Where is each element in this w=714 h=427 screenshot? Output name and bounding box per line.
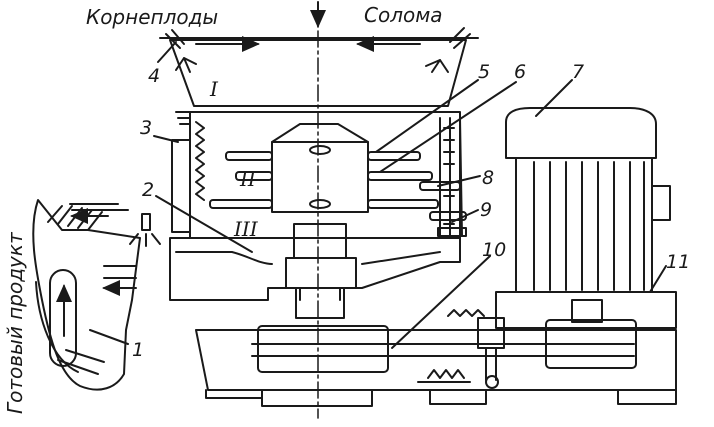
knife-II-right — [367, 151, 421, 161]
callout-10: 10 — [482, 239, 506, 261]
spring-left — [195, 121, 205, 201]
blade-8 — [419, 181, 461, 191]
leader-5 — [375, 79, 479, 153]
label-straw: Солома — [364, 3, 443, 27]
motor-body — [515, 157, 653, 293]
shaft-collar — [285, 257, 357, 289]
motor-mount — [495, 291, 677, 329]
motor-terminal — [651, 185, 671, 221]
rotor-cone — [271, 123, 369, 143]
leader-10 — [391, 255, 491, 349]
chute-inner — [35, 281, 79, 373]
drive-belt — [251, 343, 635, 357]
zone-I: I — [209, 77, 219, 101]
tensioner-pivot — [485, 375, 499, 389]
sieve-left — [171, 139, 191, 233]
callout-11: 11 — [666, 251, 690, 273]
callout-8: 8 — [482, 167, 494, 189]
knife-mid-right — [367, 171, 433, 181]
knife-II-left — [225, 151, 273, 161]
discharge-housing — [169, 237, 461, 301]
motor-shaft — [571, 299, 603, 323]
leader-9 — [451, 209, 479, 223]
outlet-arrows-upper — [70, 204, 129, 216]
callout-3: 3 — [140, 117, 152, 139]
shaft-block — [293, 223, 347, 259]
outlet-arrows-lower — [104, 265, 137, 288]
knife-III-left — [209, 199, 273, 209]
callout-2: 2 — [142, 179, 154, 201]
callout-6: 6 — [514, 61, 526, 83]
leader-6 — [379, 81, 517, 173]
label-roots: Корнеплоды — [86, 5, 218, 29]
leader-11 — [649, 265, 667, 293]
lower-blade — [437, 227, 467, 237]
callout-1: 1 — [132, 339, 144, 361]
motor-cap — [505, 107, 657, 159]
zone-III: III — [233, 217, 259, 241]
nozzle-right — [425, 27, 471, 73]
leader-2 — [155, 195, 253, 253]
tensioner-block — [477, 317, 505, 349]
chute-belt — [49, 269, 77, 367]
tension-spring — [447, 309, 485, 317]
spray-nozzle-side — [141, 213, 151, 231]
leader-7 — [535, 79, 573, 117]
leader-1 — [89, 329, 129, 345]
chute-top-slots — [47, 205, 103, 231]
counter-blades — [439, 117, 463, 237]
label-product: Готовый продукт — [3, 231, 27, 414]
chamber-housing — [189, 111, 461, 239]
callout-9: 9 — [480, 199, 492, 221]
zone-II: II — [239, 167, 257, 191]
shaft-lower — [295, 287, 345, 319]
knife-III-right — [367, 199, 439, 209]
nozzle-left — [165, 29, 197, 73]
rotor-slot-1 — [309, 145, 331, 155]
callout-5: 5 — [478, 61, 490, 83]
pulley-right — [545, 319, 637, 369]
rotor-slot-2 — [309, 199, 331, 209]
tension-spring-lower — [417, 369, 471, 383]
callout-4: 4 — [148, 65, 160, 87]
knife-mid-left — [235, 171, 273, 181]
callout-7: 7 — [572, 61, 584, 83]
rotor-body — [271, 141, 369, 213]
pulley-left — [257, 325, 389, 373]
leader-8 — [437, 175, 481, 187]
leader-4 — [157, 41, 177, 63]
motor-fins — [533, 161, 645, 291]
leader-3 — [153, 135, 179, 143]
